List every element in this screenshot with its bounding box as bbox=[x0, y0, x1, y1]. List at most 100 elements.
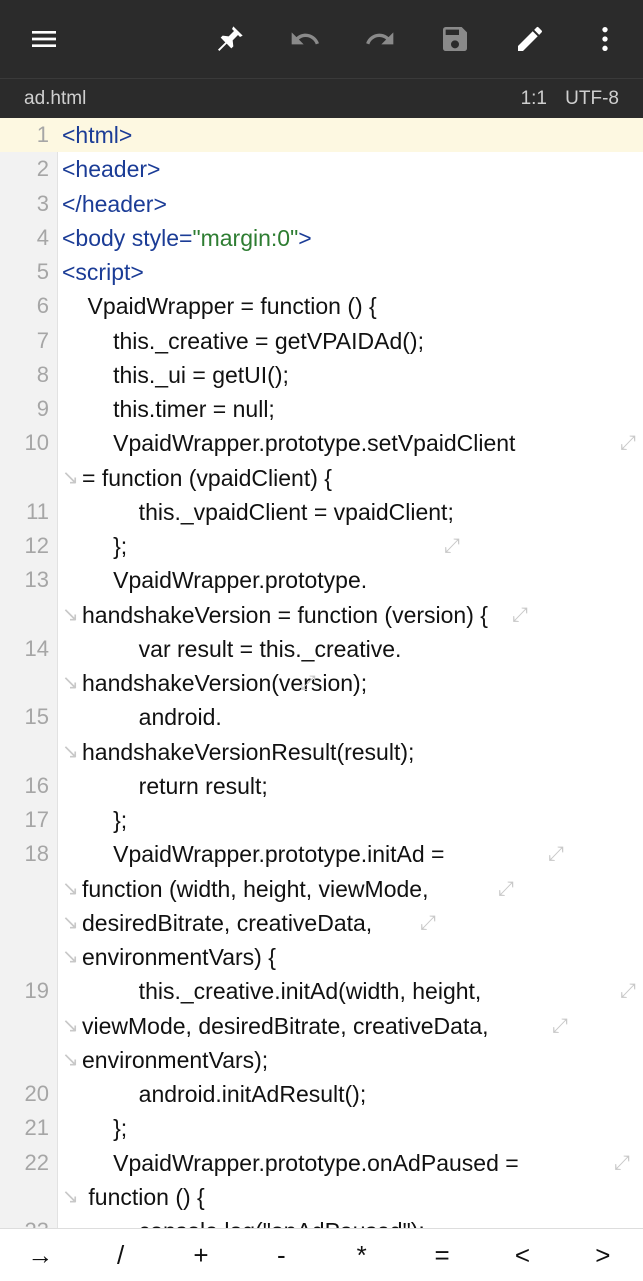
wrap-marker-icon: ⤢ bbox=[614, 1151, 630, 1174]
code-line[interactable]: 23 console.log("onAdPaused"); bbox=[0, 1214, 643, 1228]
code-line[interactable]: 4 <body style="margin:0"> bbox=[0, 221, 643, 255]
code-line[interactable]: 15 android. bbox=[0, 700, 643, 734]
code-line[interactable]: 22 VpaidWrapper.prototype.onAdPaused =⤢ bbox=[0, 1146, 643, 1180]
wrap-continue-icon: ↘ bbox=[62, 603, 79, 626]
code-line[interactable]: 10 VpaidWrapper.prototype.setVpaidClient… bbox=[0, 426, 643, 460]
line-number: 19 bbox=[24, 978, 49, 1004]
code-line[interactable]: ↘= function (vpaidClient) { bbox=[0, 461, 643, 495]
symbol-key[interactable]: - bbox=[276, 1239, 286, 1270]
code-text: <header> bbox=[62, 156, 161, 183]
code-line[interactable]: ↘handshakeVersion(version);⤢ bbox=[0, 666, 643, 700]
code-text: android.initAdResult(); bbox=[62, 1081, 367, 1107]
wrap-marker-icon: ⤢ bbox=[552, 1014, 568, 1037]
code-line[interactable]: 1<html> bbox=[0, 118, 643, 153]
code-line[interactable]: 5<script> bbox=[0, 255, 643, 289]
line-number: 16 bbox=[24, 772, 49, 798]
code-line[interactable]: 21 }; bbox=[0, 1111, 643, 1145]
code-line[interactable]: ↘function (width, height, viewMode,⤢ bbox=[0, 872, 643, 906]
wrap-marker-icon: ⤢ bbox=[444, 535, 460, 557]
line-number: 9 bbox=[36, 396, 49, 421]
line-number: 14 bbox=[24, 635, 49, 661]
symbol-key[interactable]: < bbox=[514, 1239, 531, 1270]
code-text: handshakeVersion(version); bbox=[82, 670, 368, 696]
code-line[interactable]: 8 this._ui = getUI(); bbox=[0, 358, 643, 392]
edit-button[interactable] bbox=[504, 13, 556, 65]
code-line[interactable]: 2<header> bbox=[0, 152, 643, 186]
symbol-key[interactable]: > bbox=[595, 1239, 611, 1270]
line-number: 3 bbox=[36, 190, 49, 216]
wrap-marker-icon: ⤢ bbox=[620, 980, 636, 1003]
file-status-bar: ad.html 1:1 UTF-8 bbox=[0, 78, 643, 118]
encoding-label[interactable]: UTF-8 bbox=[565, 88, 619, 109]
code-line[interactable]: ↘environmentVars); bbox=[0, 1043, 643, 1077]
code-line[interactable]: 12 }; ⤢ bbox=[0, 529, 643, 563]
line-number: 7 bbox=[36, 327, 49, 353]
code-line[interactable]: 14 var result = this._creative. bbox=[0, 632, 643, 666]
line-number: 4 bbox=[36, 224, 49, 250]
code-text: this._ui = getUI(); bbox=[62, 361, 289, 388]
code-text: VpaidWrapper.prototype. bbox=[62, 567, 368, 594]
code-line[interactable]: ↘handshakeVersion = function (version) {… bbox=[0, 598, 643, 632]
wrap-continue-icon: ↘ bbox=[62, 466, 79, 489]
code-text: <body style="margin:0"> bbox=[62, 221, 312, 255]
code-text: <script> bbox=[62, 259, 144, 285]
undo-button[interactable] bbox=[279, 13, 331, 65]
symbol-key[interactable]: + bbox=[193, 1239, 209, 1270]
symbol-key[interactable]: * bbox=[356, 1239, 367, 1270]
code-line[interactable]: 17 }; bbox=[0, 803, 643, 837]
line-number: 6 bbox=[36, 293, 49, 319]
redo-icon bbox=[366, 32, 394, 45]
code-line[interactable]: ↘handshakeVersionResult(result); bbox=[0, 735, 643, 769]
code-line[interactable]: ↘environmentVars) { bbox=[0, 940, 643, 974]
code-text: }; bbox=[62, 533, 128, 559]
code-line[interactable]: 19 this._creative.initAd(width, height,⤢ bbox=[0, 974, 643, 1008]
code-line[interactable]: 6 VpaidWrapper = function () { bbox=[0, 289, 643, 323]
line-number: 13 bbox=[24, 567, 49, 593]
line-number: 21 bbox=[24, 1115, 49, 1141]
wrap-continue-icon: ↘ bbox=[62, 946, 79, 968]
line-number: 20 bbox=[24, 1081, 49, 1106]
code-line[interactable]: 9 this.timer = null; bbox=[0, 392, 643, 426]
code-token: > bbox=[298, 224, 312, 251]
wrap-continue-icon: ↘ bbox=[62, 672, 79, 694]
code-line[interactable]: 16 return result; bbox=[0, 769, 643, 803]
file-name: ad.html bbox=[24, 88, 87, 109]
symbol-key[interactable]: / bbox=[116, 1239, 125, 1270]
wrap-continue-icon: ↘ bbox=[62, 1185, 79, 1208]
code-text: environmentVars) { bbox=[82, 944, 276, 970]
code-text: VpaidWrapper = function () { bbox=[62, 293, 377, 320]
code-line[interactable]: ↘desiredBitrate, creativeData,⤢ bbox=[0, 906, 643, 940]
code-line[interactable]: ↘viewMode, desiredBitrate, creativeData,… bbox=[0, 1009, 643, 1043]
code-text: handshakeVersion = function (version) { bbox=[82, 601, 488, 628]
symbol-key[interactable]: → bbox=[27, 1239, 54, 1270]
code-text: }; bbox=[62, 807, 128, 833]
code-line[interactable]: 13 VpaidWrapper.prototype. bbox=[0, 563, 643, 597]
save-button[interactable] bbox=[429, 13, 481, 65]
symbol-key[interactable]: = bbox=[434, 1239, 450, 1270]
code-text: viewMode, desiredBitrate, creativeData, bbox=[82, 1012, 489, 1039]
code-line[interactable]: 7 this._creative = getVPAIDAd(); bbox=[0, 324, 643, 358]
code-line[interactable]: 11 this._vpaidClient = vpaidClient; bbox=[0, 495, 643, 529]
code-line[interactable]: 18 VpaidWrapper.prototype.initAd =⤢ bbox=[0, 837, 643, 871]
wrap-continue-icon: ↘ bbox=[62, 1048, 79, 1071]
app-toolbar bbox=[0, 0, 643, 78]
line-number: 12 bbox=[24, 533, 49, 558]
wrap-marker-icon: ⤢ bbox=[498, 877, 514, 900]
more-options-button[interactable] bbox=[579, 13, 631, 65]
code-text: environmentVars); bbox=[82, 1046, 269, 1073]
pin-button[interactable] bbox=[204, 13, 256, 65]
code-editor[interactable]: 1<html>2<header> 3 </header> 4 <body style="… bbox=[0, 118, 643, 1228]
code-line[interactable]: ↘ function () { bbox=[0, 1180, 643, 1214]
line-number: 8 bbox=[36, 361, 49, 387]
menu-button[interactable] bbox=[18, 13, 70, 65]
code-text: </header> bbox=[62, 190, 167, 217]
code-line[interactable]: 3 </header> bbox=[0, 187, 643, 221]
redo-button[interactable] bbox=[354, 13, 406, 65]
line-number: 1 bbox=[36, 122, 49, 147]
line-number: 18 bbox=[24, 841, 49, 867]
code-line[interactable]: 20 android.initAdResult(); bbox=[0, 1077, 643, 1111]
code-text: = function (vpaidClient) { bbox=[82, 464, 332, 491]
code-text: this.timer = null; bbox=[62, 396, 275, 422]
code-text: console.log("onAdPaused"); bbox=[62, 1214, 425, 1228]
cursor-position: 1:1 bbox=[520, 88, 547, 109]
